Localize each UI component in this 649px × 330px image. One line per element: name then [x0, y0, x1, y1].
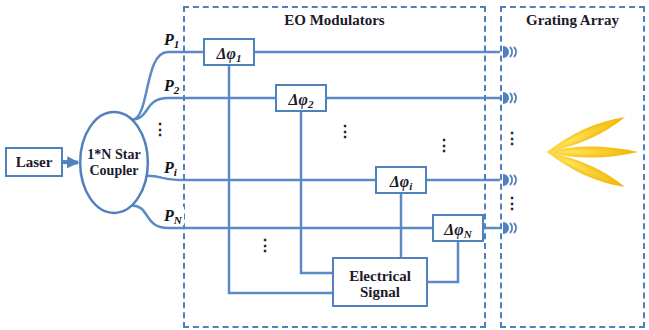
emitter-wave — [510, 223, 512, 233]
emitter-wave — [510, 93, 512, 103]
star-coupler-ellipse: 1*N Star Coupler — [78, 110, 150, 215]
power-label: PN — [162, 207, 184, 225]
node-label: 1*N Star Coupler — [87, 147, 141, 178]
emitter-body — [503, 222, 509, 234]
emitter-wave — [510, 175, 512, 185]
waveguide — [132, 205, 432, 228]
grating-array-group: Grating Array — [500, 6, 645, 328]
phase-modulator-box: Δφ1 — [203, 38, 255, 66]
waveguide — [327, 97, 500, 100]
ellipsis-dots: ⋮ — [504, 196, 520, 212]
phase-modulator-box: Δφi — [375, 166, 427, 194]
ellipsis-dots: ⋮ — [337, 124, 353, 140]
waveguide — [132, 52, 203, 120]
modulator-label: ΔφN — [444, 217, 471, 239]
waveguide — [147, 176, 375, 180]
signal-wire — [229, 66, 332, 293]
emitter-wave — [514, 47, 516, 57]
modulator-label: Δφ1 — [217, 41, 242, 63]
grating-emitter — [503, 174, 516, 186]
node-label: Laser — [16, 154, 53, 171]
group-heading: Grating Array — [526, 8, 619, 29]
emitter-body — [503, 46, 509, 58]
phase-modulator-box: ΔφN — [432, 214, 484, 242]
ellipsis-dots: ⋮ — [504, 131, 520, 147]
emitter-wave — [514, 175, 516, 185]
eo-modulator-group: EO ModulatorsΔφ1Δφ2ΔφiΔφN Electrical Sign… — [183, 6, 486, 328]
power-label: P2 — [162, 77, 181, 95]
laser-arrow — [63, 160, 78, 165]
beam-lobe — [545, 112, 627, 157]
grating-emitter — [503, 222, 516, 234]
ellipsis-dots: ⋮ — [436, 138, 452, 154]
grating-emitter — [503, 92, 516, 104]
signal-wire — [301, 112, 332, 273]
signal-wire — [428, 242, 458, 282]
emitter-wave — [514, 223, 516, 233]
waveguide — [255, 51, 500, 54]
group-heading: EO Modulators — [284, 8, 384, 29]
ellipsis-dots: ⋮ — [257, 238, 273, 254]
power-label: P1 — [162, 31, 181, 49]
waveguide — [427, 179, 500, 182]
waveguide — [132, 98, 275, 120]
modulator-label: Δφi — [390, 169, 413, 191]
emitter-body — [503, 92, 509, 104]
ellipse-shape — [80, 112, 148, 213]
beam-lobe — [545, 147, 627, 192]
emitter-wave — [510, 47, 512, 57]
waveguide — [484, 227, 500, 230]
grating-emitter — [503, 46, 516, 58]
node-label: Electrical Signal — [334, 264, 426, 301]
modulator-label: Δφ2 — [289, 87, 314, 109]
signal-wire — [400, 194, 403, 257]
emitter-body — [503, 174, 509, 186]
emitter-wave — [514, 93, 516, 103]
power-label: Pi — [162, 159, 179, 177]
phase-modulator-box: Δφ2 — [275, 84, 327, 112]
laser-box: Laser — [5, 147, 63, 177]
ellipsis-dots: ⋮ — [152, 122, 168, 138]
signal-source-box: Electrical Signal — [332, 257, 428, 307]
